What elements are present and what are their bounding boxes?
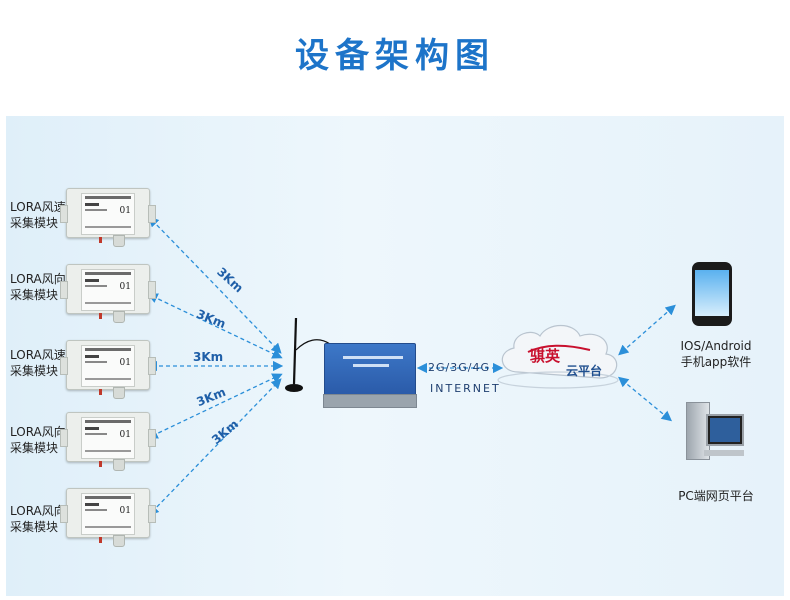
link-line-4 [147, 373, 283, 439]
link-line-1 [148, 216, 282, 354]
module-label-1-line1: LORA风速 [10, 200, 66, 214]
mobile-client-label: IOS/Android 手机app软件 [674, 338, 758, 370]
module-label-2-line1: LORA风向 [10, 272, 66, 286]
module-label-2: LORA风向 采集模块 [10, 271, 66, 303]
module-label-2-line2: 采集模块 [10, 288, 59, 302]
lora-sensor-module: 01 [60, 188, 156, 247]
module-number: 01 [119, 430, 131, 440]
cloud-brand: 骐英 [530, 347, 561, 365]
module-number: 01 [119, 506, 131, 516]
module-label-5: LORA风向 采集模块 [10, 503, 66, 535]
module-number: 01 [119, 206, 131, 216]
module-label-4-line1: LORA风向 [10, 425, 66, 439]
distance-label-3: 3Km [193, 350, 224, 364]
module-label-4: LORA风向 采集模块 [10, 424, 66, 456]
module-label-5-line1: LORA风向 [10, 504, 66, 518]
mobile-client-line2: 手机app软件 [680, 355, 752, 369]
link-line-5 [148, 378, 282, 516]
pc-line [617, 376, 673, 422]
desktop-computer-icon [686, 402, 746, 460]
lora-sensor-module: 01 [60, 488, 156, 547]
cloud-platform-label: 云平台 [566, 364, 603, 378]
pc-client-label: PC端网页平台 [678, 489, 754, 503]
module-label-3: LORA风速 采集模块 [10, 347, 66, 379]
phone-line [618, 304, 676, 356]
lora-sensor-module: 01 [60, 264, 156, 323]
module-label-1-line2: 采集模块 [10, 216, 59, 230]
module-label-1: LORA风速 采集模块 [10, 199, 66, 231]
mobile-client-line1: IOS/Android [680, 339, 752, 353]
module-number: 01 [119, 358, 131, 368]
network-bands-label: 2G/3G/4G [428, 361, 490, 374]
mobile-phone-icon [692, 262, 732, 326]
link-line-2 [147, 293, 283, 359]
cloud-icon [497, 324, 619, 389]
lora-gateway-device [323, 343, 417, 408]
page-title: 设备架构图 [295, 36, 495, 76]
antenna-icon [285, 317, 331, 392]
module-number: 01 [119, 282, 131, 292]
internet-label: INTERNET [430, 382, 501, 395]
lora-sensor-module: 01 [60, 340, 156, 399]
module-label-5-line2: 采集模块 [10, 520, 59, 534]
lora-sensor-module: 01 [60, 412, 156, 471]
module-label-3-line2: 采集模块 [10, 364, 59, 378]
module-label-3-line1: LORA风速 [10, 348, 66, 362]
module-label-4-line2: 采集模块 [10, 441, 59, 455]
